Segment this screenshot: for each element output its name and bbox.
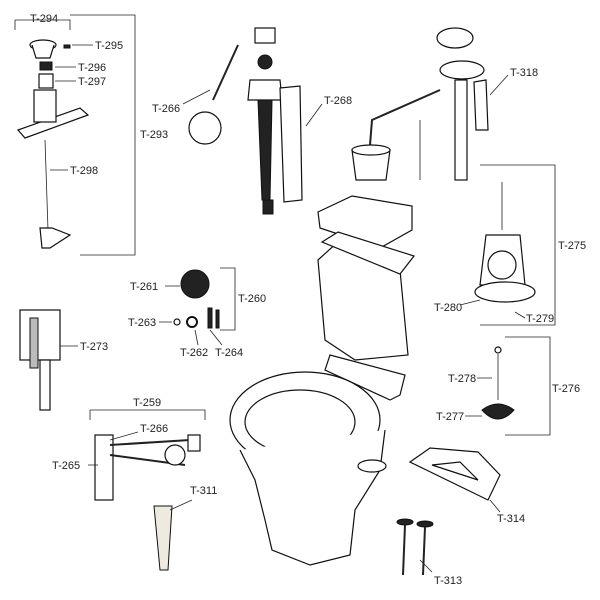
part-t260-set	[173, 269, 220, 329]
label-t261: T-261	[130, 281, 158, 293]
bracket-lines	[14, 14, 556, 436]
label-t276: T-276	[552, 383, 580, 395]
label-t296: T-296	[78, 62, 106, 74]
label-t266-top: T-266	[152, 103, 180, 115]
label-t295: T-295	[95, 40, 123, 52]
label-t314: T-314	[497, 513, 525, 525]
part-t273-fill-valve	[19, 309, 61, 411]
seat-hinge	[324, 354, 406, 401]
label-t262: T-262	[180, 347, 208, 359]
tank-top	[320, 231, 416, 275]
part-t311-flush-tube	[153, 505, 173, 571]
toilet-bowl	[239, 429, 386, 566]
label-t260: T-260	[238, 293, 266, 305]
part-t314-gasket	[408, 447, 501, 501]
label-t293: T-293	[140, 129, 168, 141]
label-t264: T-264	[215, 347, 243, 359]
part-t276-flapper	[481, 346, 515, 420]
label-t279: T-279	[526, 313, 554, 325]
label-t266-bottom: T-266	[140, 423, 168, 435]
label-t298: T-298	[70, 165, 98, 177]
label-t275: T-275	[558, 240, 586, 252]
label-t263: T-263	[128, 317, 156, 329]
label-t280: T-280	[434, 302, 462, 314]
part-t259-assembly	[94, 434, 201, 501]
part-t318-flush-valve	[351, 27, 489, 181]
label-t294: T-294	[30, 13, 58, 25]
toilet-body	[229, 195, 416, 566]
label-t259: T-259	[133, 397, 161, 409]
part-t275-flush-valve	[474, 182, 536, 303]
leader-lines	[50, 44, 526, 573]
label-t297: T-297	[78, 76, 106, 88]
part-t268-fill-valve	[188, 27, 303, 215]
label-t273: T-273	[80, 341, 108, 353]
label-t313: T-313	[434, 575, 462, 587]
label-t268: T-268	[324, 95, 352, 107]
part-labels: T-294 T-295 T-296 T-297 T-293 T-298 T-26…	[30, 13, 586, 587]
part-t313-bolts	[396, 518, 434, 576]
label-t278: T-278	[448, 373, 476, 385]
label-t265: T-265	[52, 460, 80, 472]
label-t318: T-318	[510, 67, 538, 79]
label-t311: T-311	[190, 485, 217, 497]
label-t277: T-277	[436, 411, 464, 423]
part-t294-assembly	[16, 39, 90, 249]
